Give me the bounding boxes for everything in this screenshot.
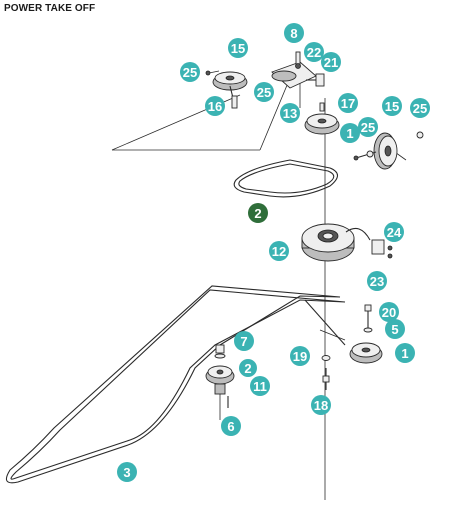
callout-25-right[interactable]: 25	[410, 98, 430, 118]
svg-text:25: 25	[183, 65, 197, 80]
upper-deck-belt	[233, 159, 339, 198]
upper-left-pulley	[205, 70, 248, 109]
svg-text:12: 12	[272, 244, 286, 259]
svg-text:17: 17	[341, 96, 355, 111]
callout-15-right[interactable]: 15	[382, 96, 402, 116]
pto-clutch	[301, 223, 393, 262]
callout-19[interactable]: 19	[290, 346, 310, 366]
callout-12[interactable]: 12	[269, 241, 289, 261]
callout-25-middle[interactable]: 25	[358, 117, 378, 137]
callout-25-left-pulley[interactable]: 25	[254, 82, 274, 102]
svg-text:15: 15	[385, 99, 399, 114]
svg-text:1: 1	[346, 126, 353, 141]
callout-3[interactable]: 3	[117, 462, 137, 482]
svg-text:3: 3	[123, 465, 130, 480]
callout-2[interactable]: 2	[248, 203, 268, 223]
svg-text:25: 25	[361, 120, 375, 135]
callout-1-lower[interactable]: 1	[395, 343, 415, 363]
svg-text:25: 25	[413, 101, 427, 116]
center-pulley	[304, 102, 340, 135]
callout-6[interactable]: 6	[221, 416, 241, 436]
callout-24[interactable]: 24	[384, 222, 404, 242]
lower-right-idler	[321, 304, 383, 390]
svg-text:18: 18	[314, 398, 328, 413]
callout-8[interactable]: 8	[284, 23, 304, 43]
svg-text:15: 15	[231, 41, 245, 56]
callout-15-upper-left[interactable]: 15	[228, 38, 248, 58]
drive-belt	[5, 285, 346, 484]
callout-2-lower[interactable]: 2	[239, 359, 257, 377]
callout-25-upper-left[interactable]: 25	[180, 62, 200, 82]
svg-text:22: 22	[307, 45, 321, 60]
svg-text:16: 16	[208, 99, 222, 114]
svg-text:8: 8	[290, 26, 297, 41]
callouts: 8 15 22 21 25 25 16 13	[117, 23, 430, 482]
svg-text:24: 24	[387, 225, 402, 240]
callout-22[interactable]: 22	[304, 42, 324, 62]
idler-arm	[271, 51, 325, 89]
callout-1-upper[interactable]: 1	[340, 123, 360, 143]
svg-text:2: 2	[254, 206, 261, 221]
callout-16[interactable]: 16	[205, 96, 225, 116]
right-spindle-pulley	[353, 131, 424, 170]
callout-5[interactable]: 5	[385, 319, 405, 339]
guide-lines	[111, 77, 407, 500]
svg-text:7: 7	[240, 334, 247, 349]
callout-21[interactable]: 21	[321, 52, 341, 72]
page-title: POWER TAKE OFF	[4, 3, 96, 14]
svg-text:20: 20	[382, 305, 396, 320]
svg-text:6: 6	[227, 419, 234, 434]
svg-text:1: 1	[401, 346, 408, 361]
svg-text:11: 11	[253, 379, 267, 394]
lower-left-idler	[205, 344, 235, 408]
svg-text:13: 13	[283, 106, 297, 121]
callout-7[interactable]: 7	[234, 331, 254, 351]
svg-text:19: 19	[293, 349, 307, 364]
svg-text:21: 21	[324, 55, 338, 70]
callout-23[interactable]: 23	[367, 271, 387, 291]
callout-20[interactable]: 20	[379, 302, 399, 322]
callout-13[interactable]: 13	[280, 103, 300, 123]
svg-text:2: 2	[244, 361, 251, 376]
callout-18[interactable]: 18	[311, 395, 331, 415]
callout-17[interactable]: 17	[338, 93, 358, 113]
svg-text:5: 5	[391, 322, 398, 337]
callout-11[interactable]: 11	[250, 376, 270, 396]
svg-text:25: 25	[257, 85, 271, 100]
svg-text:23: 23	[370, 274, 384, 289]
